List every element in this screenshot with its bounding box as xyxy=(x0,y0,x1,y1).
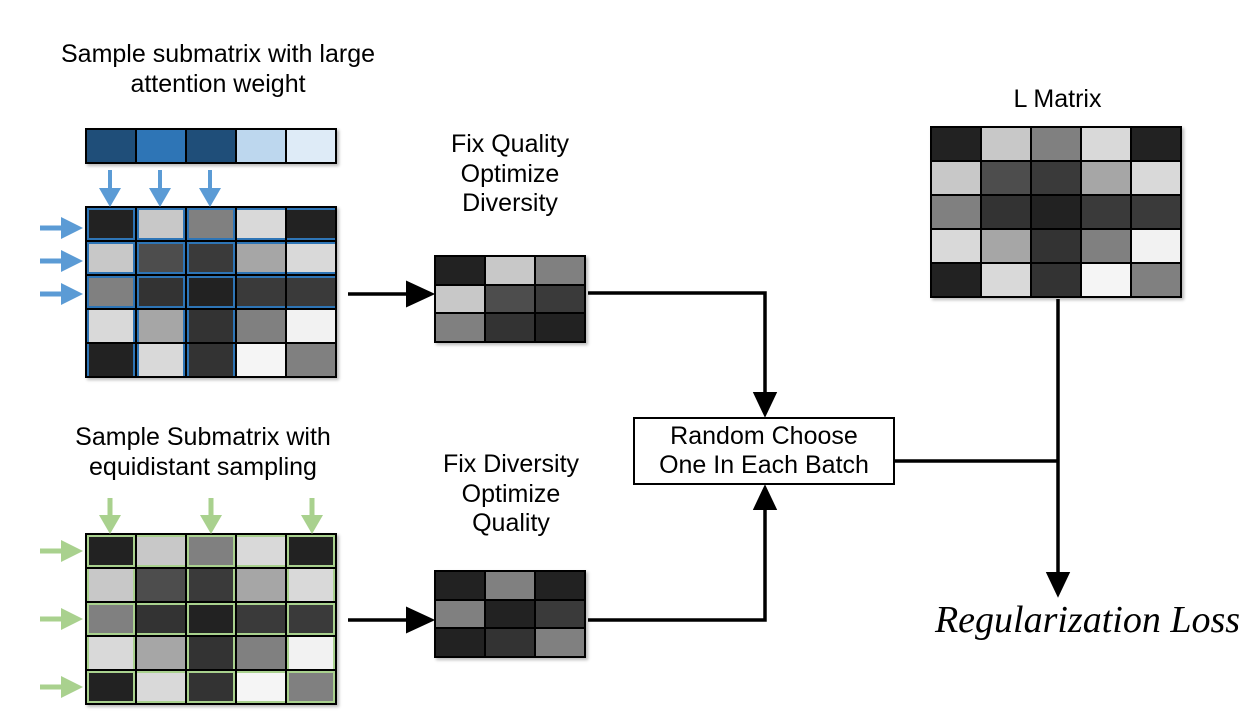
l-matrix-cell-r5c1 xyxy=(932,264,980,296)
caption-equidistant-sampling: Sample Submatrix with equidistant sampli… xyxy=(75,423,331,481)
attention-weight-cell-2 xyxy=(137,130,185,162)
submatrix-diversity-cell-r1c3 xyxy=(536,257,584,284)
l-matrix-cell-r2c1 xyxy=(932,162,980,194)
l-matrix-cell-r2c4 xyxy=(1082,162,1130,194)
l-matrix-cell-r5c5 xyxy=(1132,264,1180,296)
equidistant-matrix-cell-r5c1 xyxy=(87,671,135,703)
submatrix-diversity-cell-r3c3 xyxy=(536,314,584,341)
attention-row-arrows-group xyxy=(40,217,83,305)
attention-matrix-cell-r4c4 xyxy=(237,310,285,342)
equidistant-matrix-cell-r2c4 xyxy=(237,569,285,601)
submatrix-diversity-cell-r1c1 xyxy=(436,257,484,284)
l-matrix-cell-r3c1 xyxy=(932,196,980,228)
attention-column-arrow-3 xyxy=(199,170,221,207)
equidistant-matrix-cell-r4c5 xyxy=(287,637,335,669)
equidistant-row-arrows-group xyxy=(40,540,83,698)
random-choose-box[interactable]: Random Choose One In Each Batch xyxy=(633,417,895,485)
equidistant-matrix-cell-r4c4 xyxy=(237,637,285,669)
submatrix-diversity-cell-r2c2 xyxy=(486,285,534,313)
regularization-loss-label: Regularization Loss xyxy=(934,599,1241,641)
l-matrix-cell-r1c1 xyxy=(932,128,980,160)
equidistant-row-arrow-1 xyxy=(40,540,83,562)
attention-column-arrow-2 xyxy=(149,170,171,207)
submatrix-quality-cell-r2c3 xyxy=(536,600,584,628)
attention-matrix-cell-r5c5 xyxy=(287,344,335,376)
l-matrix-cell-r1c3 xyxy=(1032,128,1080,160)
submatrix-quality-cell-r3c2 xyxy=(486,629,534,656)
l-matrix-cell-r2c2 xyxy=(982,162,1030,194)
equidistant-row-arrow-2 xyxy=(40,608,83,630)
attention-row-arrow-3 xyxy=(40,283,83,305)
random-choose-label: Random Choose One In Each Batch xyxy=(659,422,869,479)
l-matrix-cell-r3c2 xyxy=(982,196,1030,228)
attention-matrix-cell-r5c4 xyxy=(237,344,285,376)
l-matrix-cell-r3c4 xyxy=(1082,196,1130,228)
submatrix-quality-cell-r1c1 xyxy=(436,572,484,599)
l-matrix-cell-r3c3 xyxy=(1032,196,1080,228)
l-matrix-cell-r4c1 xyxy=(932,230,980,262)
equidistant-row-arrow-3 xyxy=(40,676,83,698)
l-matrix-cell-r2c5 xyxy=(1132,162,1180,194)
l-matrix xyxy=(930,126,1182,298)
connector-quality-to-box xyxy=(588,484,778,622)
caption-attention-sampling: Sample submatrix with large attention we… xyxy=(60,40,375,98)
equidistant-matrix-cell-r5c2 xyxy=(137,671,185,703)
l-matrix-cell-r1c2 xyxy=(982,128,1030,160)
submatrix-fix-quality xyxy=(434,255,586,343)
l-matrix-cell-r3c5 xyxy=(1132,196,1180,228)
attention-weight-cell-5 xyxy=(287,130,335,162)
equidistant-matrix-cell-r4c3 xyxy=(187,637,235,669)
equidistant-sample-matrix xyxy=(85,533,337,705)
caption-fix-diversity-optimize-quality: Fix Diversity Optimize Quality xyxy=(442,450,580,537)
l-matrix-cell-r4c3 xyxy=(1032,230,1080,262)
attention-column-arrows-group xyxy=(99,170,221,207)
equidistant-matrix-cell-r4c2 xyxy=(137,637,185,669)
equidistant-column-arrow-2 xyxy=(200,498,222,534)
submatrix-diversity-cell-r2c1 xyxy=(436,285,484,313)
l-matrix-cell-r2c3 xyxy=(1032,162,1080,194)
equidistant-column-arrow-1 xyxy=(99,498,121,534)
l-matrix-cell-r5c2 xyxy=(982,264,1030,296)
connector-diversity-to-box xyxy=(588,291,778,418)
attention-matrix-cell-r5c3 xyxy=(187,344,235,376)
attention-weight-bar xyxy=(85,128,337,164)
attention-row-arrow-1 xyxy=(40,217,83,239)
submatrix-quality-cell-r2c1 xyxy=(436,600,484,628)
l-matrix-cell-r1c5 xyxy=(1132,128,1180,160)
attention-weight-cell-1 xyxy=(87,130,135,162)
l-matrix-cell-r5c4 xyxy=(1082,264,1130,296)
attention-weight-cell-4 xyxy=(237,130,285,162)
submatrix-diversity-cell-r1c2 xyxy=(486,257,534,284)
caption-l-matrix: L Matrix xyxy=(1013,85,1102,113)
submatrix-quality-cell-r2c2 xyxy=(486,600,534,628)
attention-matrix-cell-r3c3 xyxy=(187,276,235,308)
l-matrix-cell-r4c5 xyxy=(1132,230,1180,262)
attention-column-arrow-1 xyxy=(99,170,121,207)
equidistant-column-arrows-group xyxy=(99,498,323,534)
submatrix-quality-cell-r1c3 xyxy=(536,572,584,599)
submatrix-quality-cell-r1c2 xyxy=(486,572,534,599)
attention-matrix-cell-r4c5 xyxy=(287,310,335,342)
attention-weight-cell-3 xyxy=(187,130,235,162)
l-matrix-cell-r1c4 xyxy=(1082,128,1130,160)
l-matrix-cell-r4c4 xyxy=(1082,230,1130,262)
equidistant-matrix-cell-r2c2 xyxy=(137,569,185,601)
attention-row-arrow-2 xyxy=(40,250,83,272)
equidistant-matrix-cell-r3c4 xyxy=(237,603,285,635)
submatrix-diversity-cell-r2c3 xyxy=(536,285,584,313)
submatrix-diversity-cell-r3c2 xyxy=(486,314,534,341)
submatrix-quality-cell-r3c1 xyxy=(436,629,484,656)
l-matrix-cell-r5c3 xyxy=(1032,264,1080,296)
submatrix-fix-diversity xyxy=(434,570,586,658)
equidistant-column-arrow-3 xyxy=(301,498,323,534)
caption-fix-quality-optimize-diversity: Fix Quality Optimize Diversity xyxy=(450,130,570,217)
l-matrix-cell-r4c2 xyxy=(982,230,1030,262)
submatrix-diversity-cell-r3c1 xyxy=(436,314,484,341)
submatrix-quality-cell-r3c3 xyxy=(536,629,584,656)
